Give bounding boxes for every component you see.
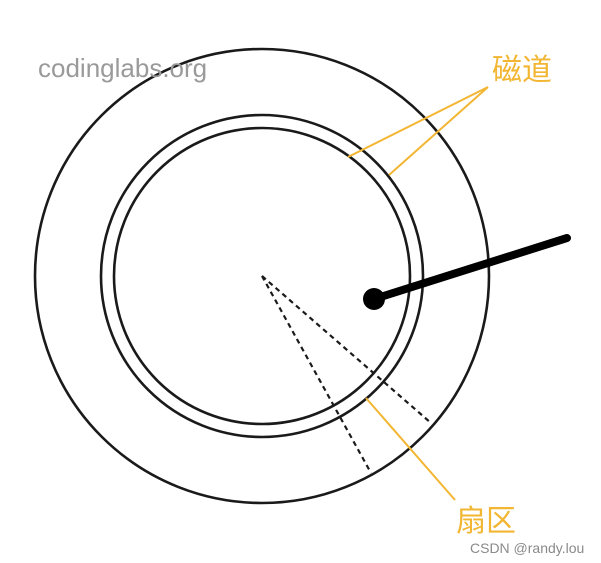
- sector-pointer-line: [365, 397, 456, 501]
- sector-boundary-line-2: [261, 275, 432, 424]
- head-arm: [370, 234, 571, 303]
- track-circle-inner: [112, 126, 412, 426]
- track-label: 磁道: [492, 53, 552, 88]
- sector-boundary-line-1: [261, 275, 372, 474]
- track-pointer-line-2: [388, 86, 489, 176]
- track-pointer-line-1: [347, 86, 489, 158]
- watermark-csdn: CSDN @randy.lou: [470, 540, 584, 556]
- read-write-head: [363, 288, 385, 310]
- track-circle-outer: [99, 113, 425, 439]
- watermark-codinglabs: codinglabs.org: [38, 53, 207, 83]
- outer-platter-circle: [33, 47, 491, 505]
- sector-label: 扇区: [456, 504, 516, 539]
